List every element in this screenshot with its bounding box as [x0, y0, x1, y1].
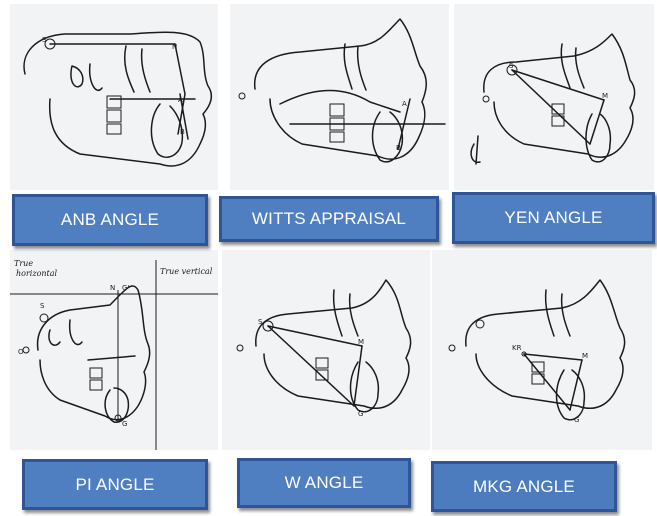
label-n-pi: N — [110, 284, 115, 292]
anb-angle-button[interactable]: ANB ANGLE — [12, 194, 208, 246]
true-vertical-label: True vertical — [160, 267, 213, 276]
w-cephalometric-tracing: S M G — [222, 250, 430, 450]
label-s-yen: S — [509, 62, 514, 70]
mkg-angle-button[interactable]: MKG ANGLE — [431, 461, 617, 512]
yen-tracing-panel: S M — [454, 4, 654, 190]
label-a: A — [178, 96, 183, 104]
label-kr: KR — [512, 344, 522, 352]
anb-tracing-panel: S N A B — [10, 4, 218, 190]
pi-cephalometric-tracing: True horizontal True vertical N G' S O G — [10, 250, 218, 450]
label-m-yen: M — [602, 92, 608, 100]
label-o-pi: O — [18, 348, 24, 356]
label-g-prime: G' — [122, 284, 129, 292]
mkg-tracing-panel: KR M G — [432, 250, 652, 450]
true-horizontal-label-line2: horizontal — [16, 269, 58, 278]
yen-cephalometric-tracing: S M — [454, 4, 654, 190]
label-g-mkg: G — [574, 416, 579, 424]
w-angle-button[interactable]: W ANGLE — [237, 458, 411, 508]
label-m-w: M — [358, 338, 364, 346]
witts-appraisal-button[interactable]: WITTS APPRAISAL — [219, 196, 439, 242]
true-horizontal-label-line1: True — [14, 259, 33, 268]
label-g-w: G — [358, 410, 363, 418]
pi-tracing-panel: True horizontal True vertical N G' S O G — [10, 250, 218, 450]
label-b-witts: B — [396, 144, 401, 152]
pi-angle-button[interactable]: PI ANGLE — [22, 459, 208, 510]
label-s-pi: S — [40, 302, 45, 310]
w-tracing-panel: S M G — [222, 250, 430, 450]
witts-cephalometric-tracing: A B — [230, 4, 449, 190]
anb-cephalometric-tracing: S N A B — [10, 4, 218, 190]
label-g-pi: G — [122, 420, 127, 428]
label-a-witts: A — [402, 100, 407, 108]
witts-tracing-panel: A B — [230, 4, 449, 190]
label-b: B — [180, 128, 185, 136]
mkg-cephalometric-tracing: KR M G — [432, 250, 652, 450]
label-m-mkg: M — [582, 352, 588, 360]
label-s-w: S — [258, 318, 263, 326]
label-n: N — [172, 43, 177, 51]
label-s: S — [42, 36, 47, 44]
yen-angle-button[interactable]: YEN ANGLE — [452, 192, 655, 244]
